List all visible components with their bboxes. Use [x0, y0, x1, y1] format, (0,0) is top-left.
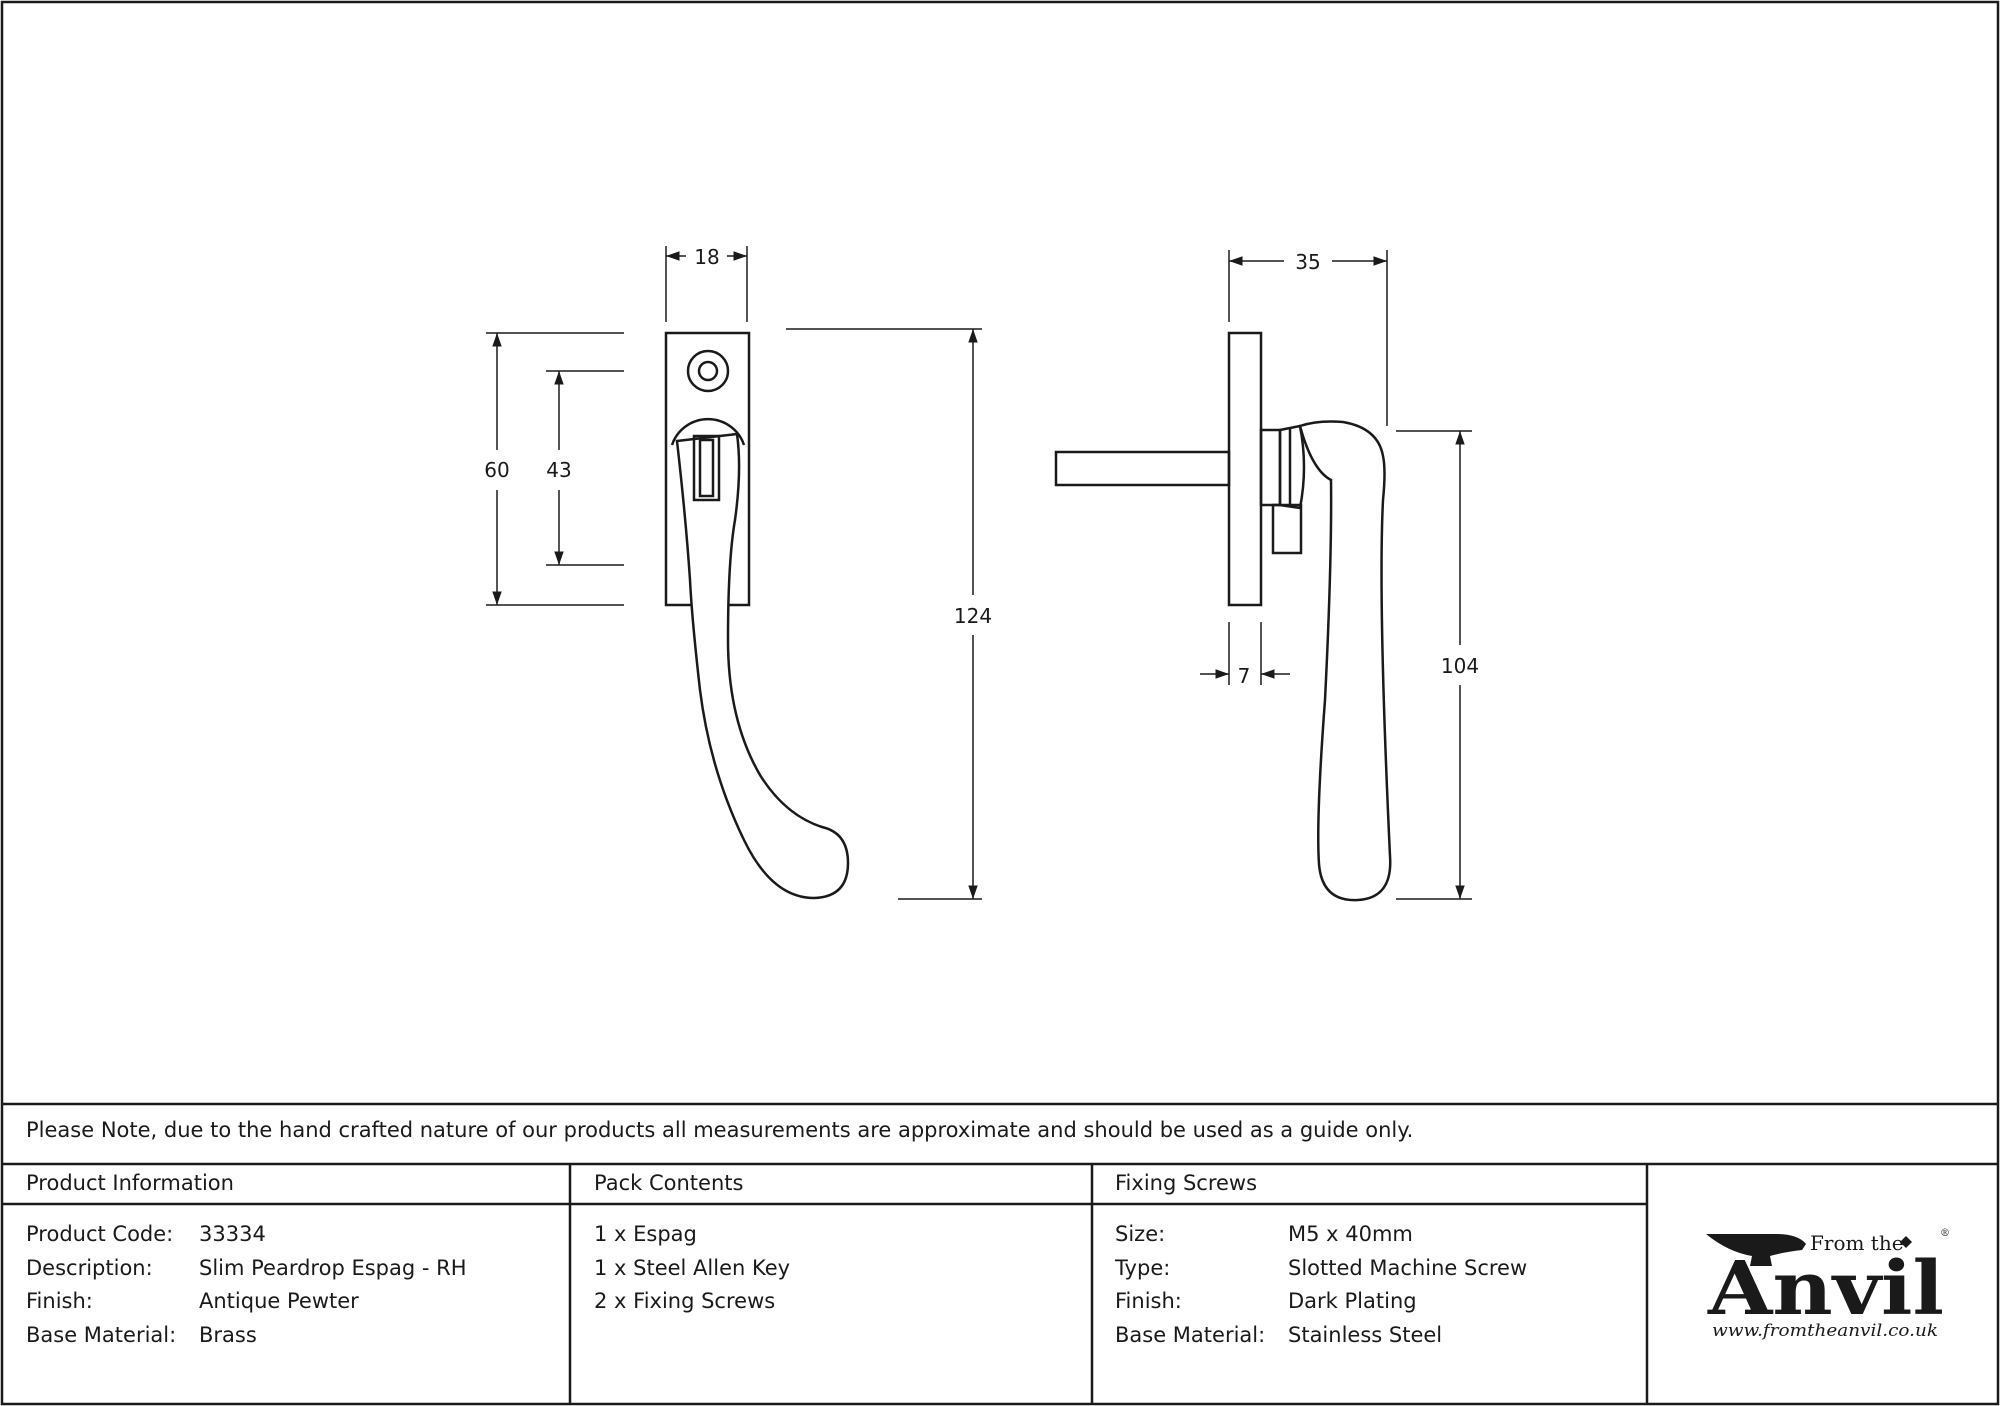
slot-inner — [698, 438, 715, 498]
side-view — [1054, 331, 1392, 902]
boss-side — [1259, 428, 1282, 507]
fixing-screws-table: Size:M5 x 40mm Type:Slotted Machine Scre… — [1115, 1218, 1527, 1352]
product-info-row: Product Code:33334 — [26, 1222, 266, 1246]
list-item: 2 x Fixing Screws — [594, 1289, 776, 1313]
dim-height-60: 60 — [484, 458, 509, 482]
logo-anvil: Anvil — [1707, 1246, 1944, 1332]
product-info-row: Finish:Antique Pewter — [26, 1289, 359, 1313]
fixing-screws-row: Size:M5 x 40mm — [1115, 1222, 1413, 1246]
fixing-screws-row: Finish:Dark Plating — [1115, 1289, 1417, 1313]
list-item: 1 x Espag — [594, 1222, 697, 1246]
fixing-screws-row: Type:Slotted Machine Screw — [1115, 1255, 1528, 1280]
slot-outer — [692, 434, 721, 502]
logo-from-the: From the — [1810, 1231, 1904, 1255]
pack-contents-list: 1 x Espag 1 x Steel Allen Key 2 x Fixing… — [594, 1218, 790, 1319]
product-info-title: Product Information — [26, 1171, 234, 1195]
anvil-icon — [1706, 1234, 1806, 1266]
list-item: 1 x Steel Allen Key — [594, 1255, 791, 1280]
locking-pin — [1271, 503, 1303, 555]
lever-handle-front — [675, 432, 850, 900]
measurement-note: Please Note, due to the hand crafted nat… — [26, 1118, 1414, 1142]
product-info-row: Base Material:Brass — [26, 1322, 257, 1347]
dimension-labels: 18 60 43 124 35 7 104 — [484, 245, 1479, 688]
dim-spacing-43: 43 — [546, 458, 571, 482]
diamond-icon — [1900, 1236, 1912, 1248]
lever-handle-side — [1298, 420, 1392, 902]
fixing-hole-inner — [697, 360, 719, 382]
dim-lever-104: 104 — [1441, 654, 1479, 678]
fixing-screws-title: Fixing Screws — [1115, 1171, 1258, 1195]
logo-url: www.fromtheanvil.co.uk — [1712, 1321, 1938, 1341]
fixing-screws-row: Base Material:Stainless Steel — [1115, 1322, 1443, 1347]
backplate-side — [1227, 331, 1263, 607]
dim-width-18: 18 — [694, 245, 719, 269]
dim-thickness-7: 7 — [1238, 664, 1251, 688]
pack-contents-title: Pack Contents — [594, 1171, 744, 1195]
product-info-row: Description:Slim Peardrop Espag - RH — [26, 1255, 467, 1280]
product-info-table: Product Code:33334 Description:Slim Pear… — [26, 1218, 467, 1352]
front-view — [664, 331, 850, 900]
spindle — [1054, 450, 1231, 487]
logo-registered: ® — [1940, 1228, 1950, 1239]
dimension-lines — [486, 246, 1472, 900]
from-the-anvil-logo: From the ® Anvil www.fromtheanvil.co.uk — [1706, 1228, 1950, 1341]
dim-length-124: 124 — [954, 604, 992, 628]
dim-projection-35: 35 — [1295, 250, 1320, 274]
fixing-hole-outer — [686, 349, 730, 393]
collar-side — [1278, 424, 1306, 510]
